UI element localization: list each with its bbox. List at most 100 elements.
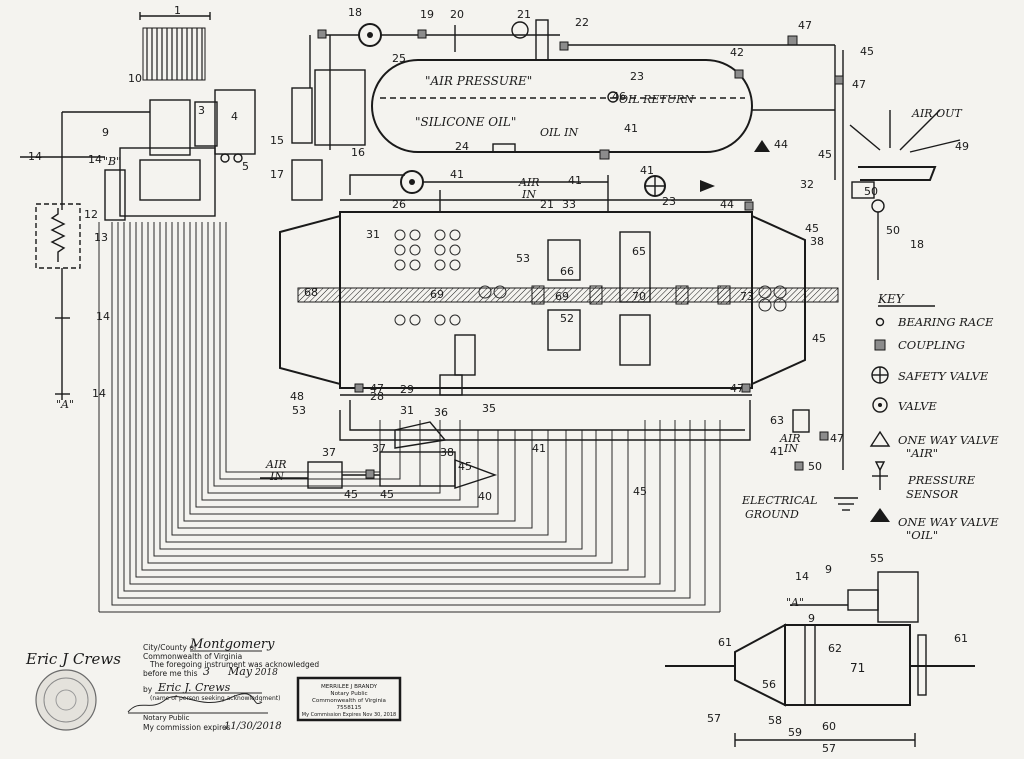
stamp-expires: My Commission Expires Nov 30, 2018 (302, 712, 396, 718)
svg-text:3: 3 (198, 104, 205, 117)
svg-text:61: 61 (718, 636, 732, 649)
wire-harness (98, 222, 721, 613)
air-in-center-label-2: IN (521, 188, 536, 201)
svg-text:18: 18 (910, 238, 924, 251)
svg-text:62: 62 (828, 642, 842, 655)
legend-item-one-way-valve-air-sub: "AIR" (906, 446, 938, 460)
svg-text:19: 19 (420, 8, 434, 21)
air-in-right-label-1: AIR (779, 432, 801, 445)
svg-text:41: 41 (640, 164, 654, 177)
svg-text:13: 13 (94, 231, 108, 244)
svg-text:42: 42 (730, 46, 744, 59)
svg-text:37: 37 (322, 446, 336, 459)
svg-text:23: 23 (630, 70, 644, 83)
svg-text:20: 20 (450, 8, 464, 21)
svg-text:12: 12 (84, 208, 98, 221)
svg-text:32: 32 (800, 178, 814, 191)
svg-text:33: 33 (562, 198, 576, 211)
svg-text:29: 29 (400, 383, 414, 396)
svg-text:38: 38 (810, 235, 824, 248)
notary-signature: Eric J Crews (25, 650, 121, 668)
svg-text:66: 66 (560, 265, 574, 278)
svg-text:50: 50 (886, 224, 900, 237)
svg-text:41: 41 (624, 122, 638, 135)
svg-text:47: 47 (730, 382, 744, 395)
svg-text:69: 69 (430, 288, 444, 301)
notary-caption: Notary Public (143, 714, 190, 722)
svg-text:45: 45 (812, 332, 826, 345)
svg-text:9: 9 (808, 612, 815, 625)
legend-title: KEY (877, 292, 905, 306)
svg-text:45: 45 (380, 488, 394, 501)
one-way-valve-air-icon (869, 430, 891, 447)
svg-text:45: 45 (633, 485, 647, 498)
tank-oil-label: "SILICONE OIL" (415, 115, 516, 129)
svg-text:52: 52 (560, 312, 574, 325)
svg-text:57: 57 (707, 712, 721, 725)
legend-item-one-way-valve-air: ONE WAY VALVE (898, 433, 999, 447)
acknowledgment-line-1: The foregoing instrument was acknowledge… (149, 660, 319, 669)
notary-stamp: MERRILEE J BRANDY Notary Public Commonwe… (296, 676, 402, 722)
valve-icon (872, 397, 888, 413)
svg-text:47: 47 (852, 78, 866, 91)
by-label: by (143, 685, 153, 694)
air-in-left-label-1: AIR (265, 458, 287, 471)
bearing-race-icon (875, 317, 885, 327)
svg-text:44: 44 (774, 138, 788, 151)
svg-text:50: 50 (864, 185, 878, 198)
svg-text:17: 17 (270, 168, 284, 181)
legend-item-pressure-sensor-sub: SENSOR (906, 487, 959, 501)
svg-text:41: 41 (532, 442, 546, 455)
svg-text:14: 14 (96, 310, 110, 323)
legend-item-valve: VALVE (898, 399, 937, 413)
signer-caption: (name of person seeking acknowledgment) (150, 695, 280, 702)
svg-text:56: 56 (762, 678, 776, 691)
svg-text:45: 45 (344, 488, 358, 501)
svg-text:69: 69 (555, 290, 569, 303)
svg-text:60: 60 (822, 720, 836, 733)
pressure-tank: "AIR PRESSURE" "SILICONE OIL" OIL RETURN… (371, 46, 753, 160)
svg-text:49: 49 (955, 140, 969, 153)
air-in-right-label-2: IN (783, 442, 798, 455)
city-county-label: City/County of (143, 643, 197, 652)
svg-text:21: 21 (517, 8, 531, 21)
svg-text:22: 22 (575, 16, 589, 29)
pressure-sensor-icon (872, 461, 888, 490)
ack-month: May (227, 665, 253, 678)
svg-text:47: 47 (798, 19, 812, 32)
svg-text:45: 45 (818, 148, 832, 161)
svg-text:55: 55 (870, 552, 884, 565)
stamp-commonwealth: Commonwealth of Virginia (312, 698, 386, 704)
svg-text:47: 47 (830, 432, 844, 445)
svg-text:46: 46 (612, 90, 626, 103)
oil-return-label: OIL RETURN (619, 93, 694, 106)
air-out-label: AIR OUT (911, 107, 963, 120)
svg-text:70: 70 (632, 290, 646, 303)
stamp-reg-no: 7558115 (337, 705, 362, 711)
expires-value: 11/30/2018 (224, 721, 282, 732)
svg-text:40: 40 (478, 490, 492, 503)
electrical-ground-label-1: ELECTRICAL (741, 494, 817, 507)
svg-text:53: 53 (292, 404, 306, 417)
point-b-label-left: "B" (103, 155, 121, 168)
svg-text:9: 9 (102, 126, 109, 139)
ack-year: 2018 (254, 668, 278, 678)
electrical-ground-symbol (834, 497, 858, 511)
point-a-label-left: "A" (56, 398, 74, 411)
acknowledgment-line-2: before me this (143, 669, 198, 678)
legend-item-safety-valve: SAFETY VALVE (898, 369, 989, 383)
oil-in-label: OIL IN (540, 126, 579, 139)
heat-sink: 1 (139, 4, 211, 81)
safety-valve-icon (871, 366, 889, 384)
svg-text:21: 21 (540, 198, 554, 211)
svg-text:38: 38 (440, 446, 454, 459)
svg-text:5: 5 (242, 160, 249, 173)
svg-text:16: 16 (351, 146, 365, 159)
notary-signature-scrawl (127, 693, 263, 713)
legend-item-bearing-race: BEARING RACE (897, 315, 994, 329)
svg-text:53: 53 (516, 252, 530, 265)
svg-text:26: 26 (392, 198, 406, 211)
